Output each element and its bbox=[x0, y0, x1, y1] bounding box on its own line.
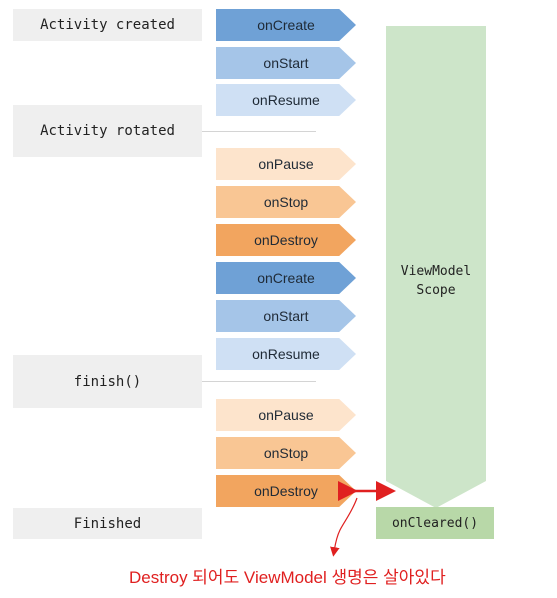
scope-label-line1: ViewModel bbox=[400, 264, 472, 279]
callback-onstart-1: onStart bbox=[216, 47, 356, 79]
state-activity-rotated: Activity rotated bbox=[13, 105, 202, 157]
callback-oncreate-1: onCreate bbox=[216, 9, 356, 41]
callback-onstop-1: onStop bbox=[216, 186, 356, 218]
oncleared-box: onCleared() bbox=[376, 507, 494, 539]
state-finish: finish() bbox=[13, 355, 202, 408]
curved-pointer-arrow bbox=[330, 497, 358, 557]
callback-onpause-1: onPause bbox=[216, 148, 356, 180]
callback-onstop-2: onStop bbox=[216, 437, 356, 469]
scope-label-line2: Scope bbox=[416, 283, 456, 298]
state-finished: Finished bbox=[13, 508, 202, 539]
callback-onresume-2: onResume bbox=[216, 338, 356, 370]
viewmodel-scope-label: ViewModel Scope bbox=[386, 262, 486, 300]
finish-divider bbox=[202, 381, 316, 382]
callback-onstart-2: onStart bbox=[216, 300, 356, 332]
rotated-divider bbox=[202, 131, 316, 132]
viewmodel-scope-bar bbox=[386, 26, 486, 508]
state-activity-created: Activity created bbox=[13, 9, 202, 41]
callback-onresume-1: onResume bbox=[216, 84, 356, 116]
callback-oncreate-2: onCreate bbox=[216, 262, 356, 294]
annotation-text: Destroy 되어도 ViewModel 생명은 살아있다 bbox=[129, 568, 446, 587]
callback-ondestroy-2: onDestroy bbox=[216, 475, 356, 507]
callback-onpause-2: onPause bbox=[216, 399, 356, 431]
callback-ondestroy-1: onDestroy bbox=[216, 224, 356, 256]
